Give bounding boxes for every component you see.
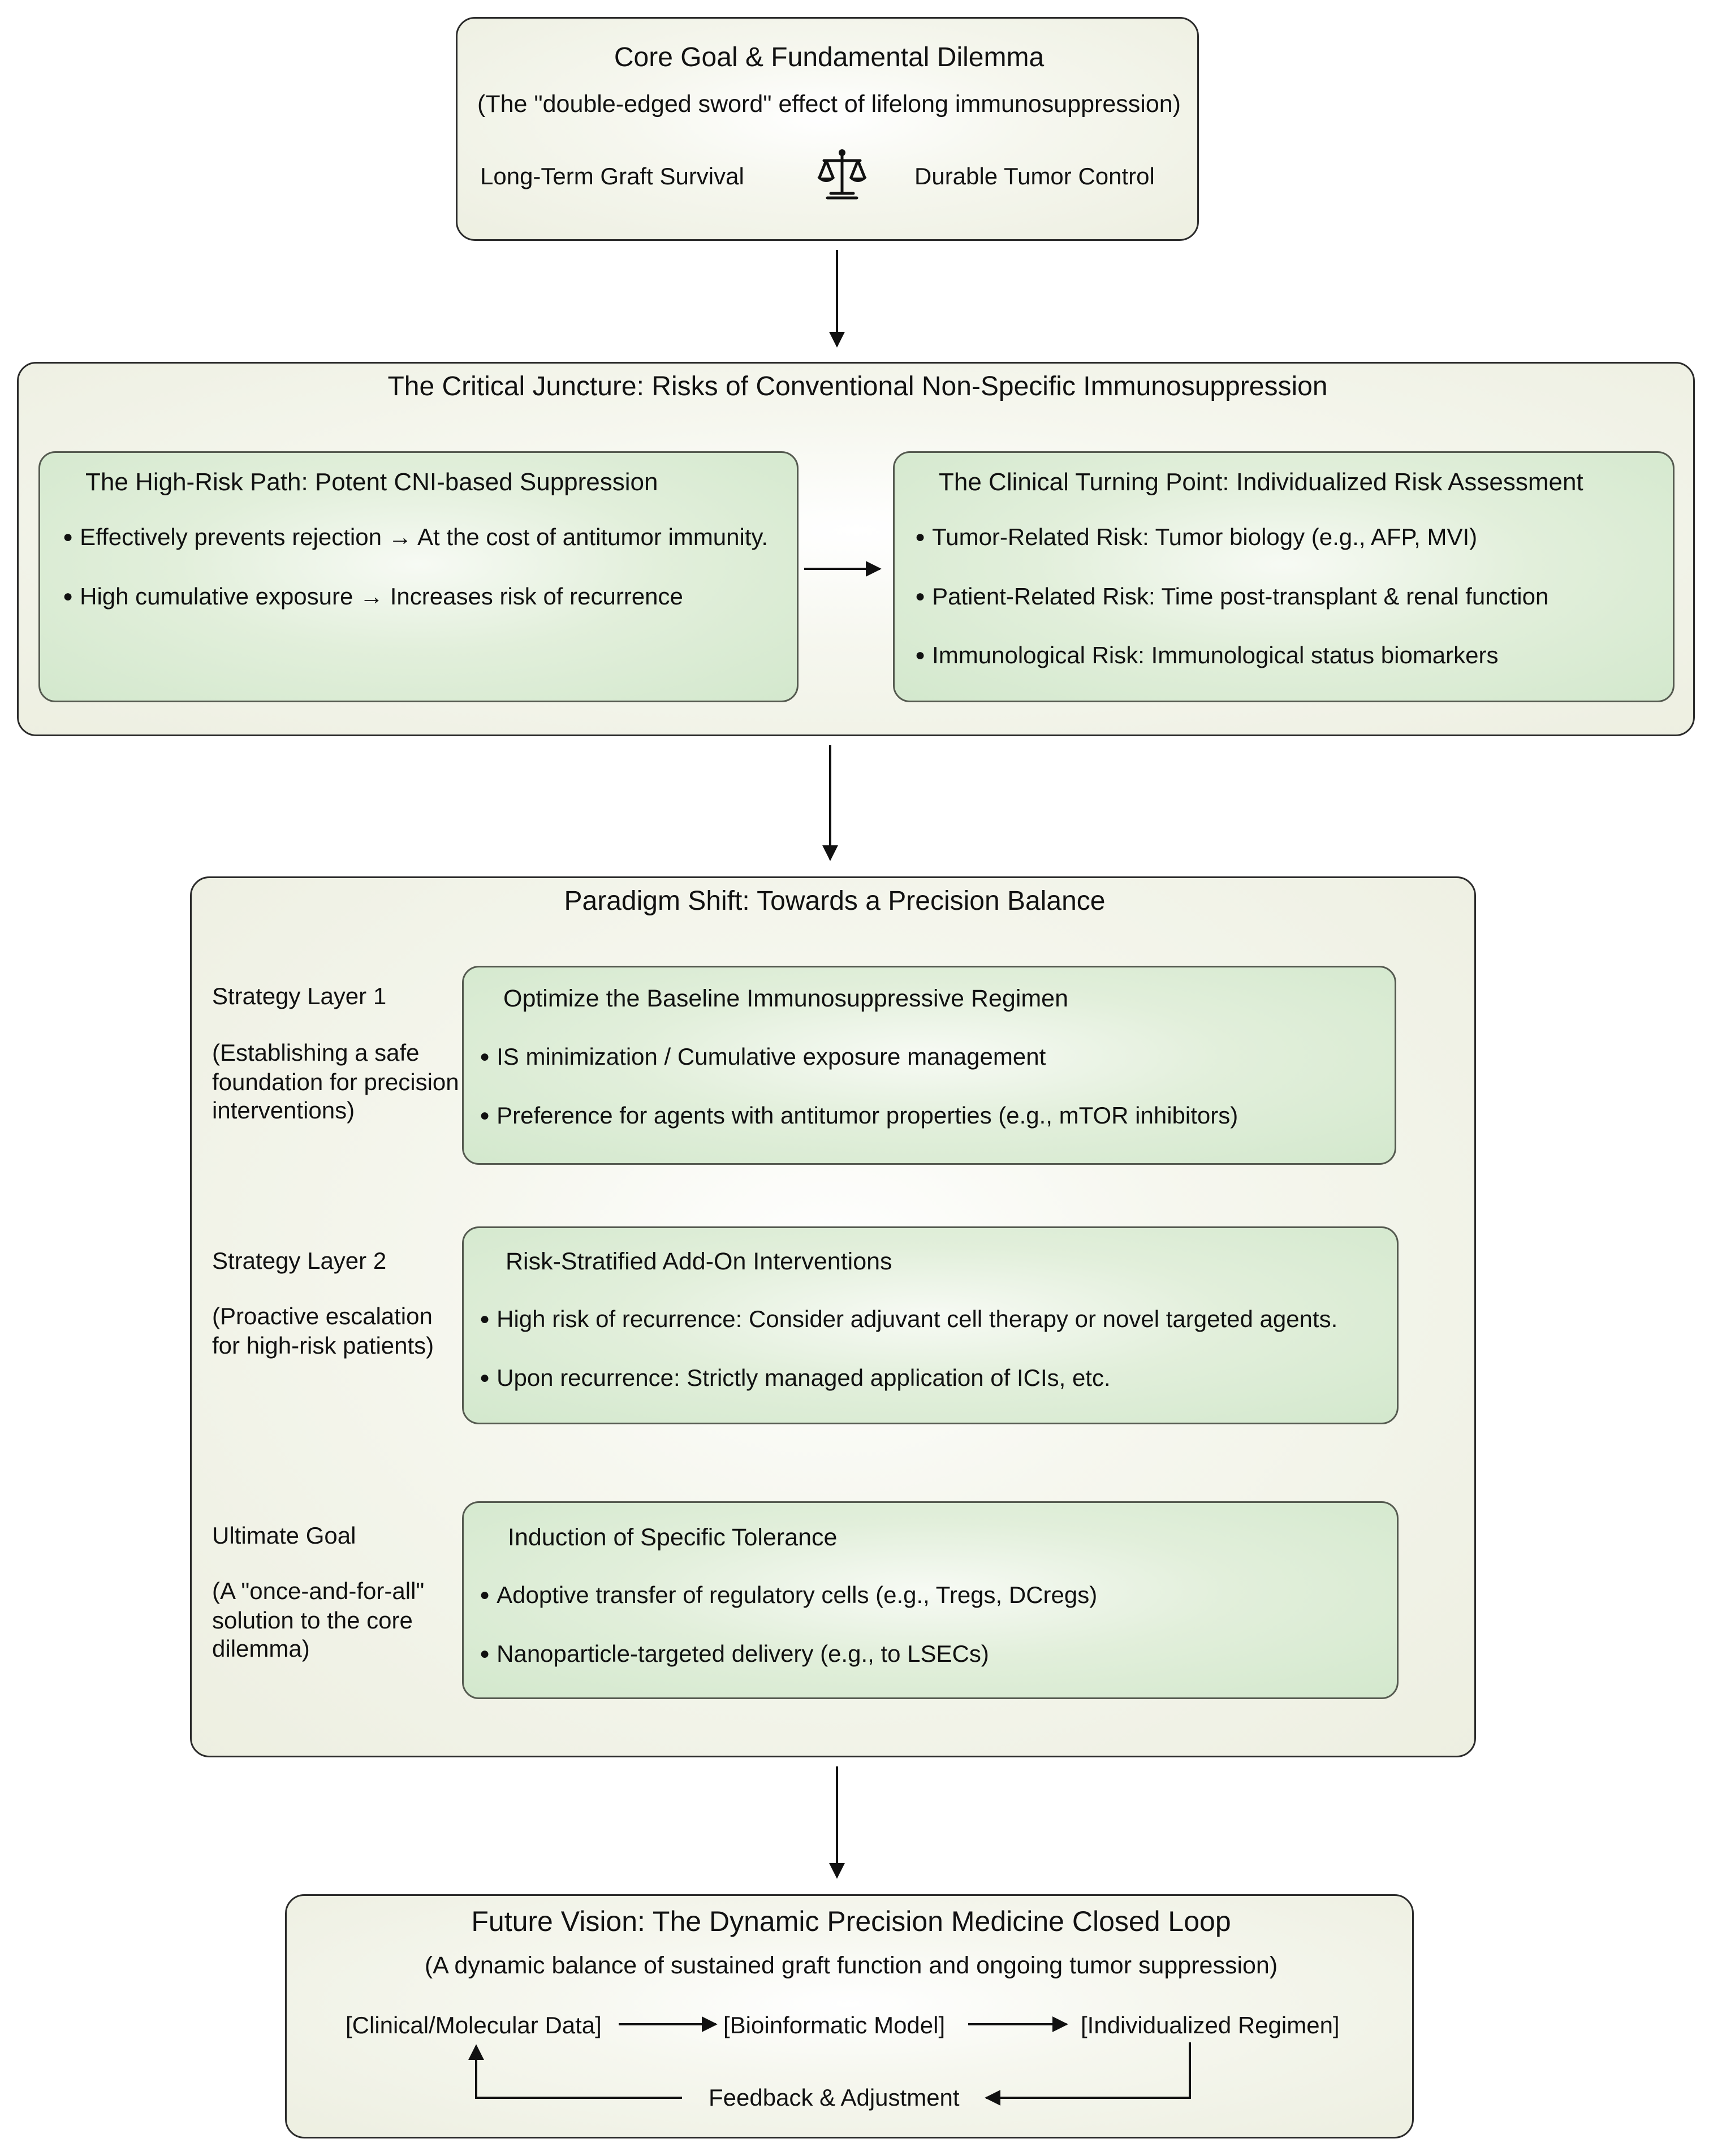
strategy-layer-2-box: Risk-Stratified Add-On Interventions Hig… [462,1226,1399,1424]
turning-point-item-2: Patient-Related Risk: Time post-transpla… [915,585,1548,608]
strategy-layer-1-note-3: interventions) [212,1097,355,1124]
strategy-layer-1-item-1: IS minimization / Cumulative exposure ma… [480,1045,1046,1069]
strategy-layer-2-note-1: (Proactive escalation [212,1303,433,1329]
strategy-layer-1-title: Optimize the Baseline Immunosuppressive … [503,985,1069,1012]
strategy-layer-1-label: Strategy Layer 1 [212,983,387,1009]
high-risk-item-1: Effectively prevents rejection → At the … [63,525,768,549]
strategy-layer-1-box: Optimize the Baseline Immunosuppressive … [462,966,1396,1165]
strategy-layer-2-label: Strategy Layer 2 [212,1247,387,1274]
ultimate-goal-note-2: solution to the core [212,1607,413,1634]
high-risk-path-box: The High-Risk Path: Potent CNI-based Sup… [38,451,799,702]
core-goal-title: Core Goal & Fundamental Dilemma [614,42,1045,72]
step-individualized-regimen: [Individualized Regimen] [1081,2012,1340,2038]
high-risk-item-2: High cumulative exposure → Increases ris… [63,585,683,608]
ultimate-goal-box: Induction of Specific Tolerance Adoptive… [462,1501,1399,1699]
ultimate-goal-note-3: dilemma) [212,1635,310,1662]
arrow-feedback-to-data [468,2044,682,2099]
ultimate-goal-label: Ultimate Goal [212,1522,356,1549]
ultimate-goal-item-2: Nanoparticle-targeted delivery (e.g., to… [480,1642,989,1666]
future-vision-box: Future Vision: The Dynamic Precision Med… [285,1894,1414,2138]
turning-point-box: The Clinical Turning Point: Individualiz… [893,451,1675,702]
tumor-control-label: Durable Tumor Control [914,163,1155,189]
ultimate-goal-note-1: (A "once-and-for-all" [212,1578,425,1604]
ultimate-goal-item-1: Adoptive transfer of regulatory cells (e… [480,1583,1097,1607]
strategy-layer-1-note-2: foundation for precision [212,1069,459,1095]
high-risk-path-title: The High-Risk Path: Potent CNI-based Sup… [85,468,658,496]
paradigm-shift-title: Paradigm Shift: Towards a Precision Bala… [564,886,1106,916]
strategy-layer-2-item-1: High risk of recurrence: Consider adjuva… [480,1307,1337,1331]
paradigm-shift-box: Paradigm Shift: Towards a Precision Bala… [190,876,1476,1757]
step-clinical-molecular-data: [Clinical/Molecular Data] [346,2012,602,2038]
future-vision-title: Future Vision: The Dynamic Precision Med… [471,1906,1231,1937]
strategy-layer-2-note-2: for high-risk patients) [212,1332,434,1359]
strategy-layer-2-title: Risk-Stratified Add-On Interventions [506,1248,892,1275]
turning-point-item-1: Tumor-Related Risk: Tumor biology (e.g.,… [915,525,1477,549]
ultimate-goal-title: Induction of Specific Tolerance [508,1524,838,1551]
strategy-layer-1-item-2: Preference for agents with antitumor pro… [480,1104,1238,1127]
critical-juncture-title: The Critical Juncture: Risks of Conventi… [387,371,1328,401]
step-bioinformatic-model: [Bioinformatic Model] [723,2012,946,2038]
strategy-layer-2-item-2: Upon recurrence: Strictly managed applic… [480,1366,1111,1390]
future-vision-subtitle: (A dynamic balance of sustained graft fu… [424,1952,1278,1979]
turning-point-title: The Clinical Turning Point: Individualiz… [939,468,1583,496]
graft-survival-label: Long-Term Graft Survival [480,163,744,189]
arrow-feedback-to-adjustment [985,2042,1191,2106]
balance-scale-icon [817,149,867,200]
core-goal-subtitle: (The "double-edged sword" effect of life… [477,90,1181,118]
turning-point-item-3: Immunological Risk: Immunological status… [915,643,1498,667]
critical-juncture-box: The Critical Juncture: Risks of Conventi… [17,362,1695,736]
core-goal-box: Core Goal & Fundamental Dilemma (The "do… [456,17,1199,241]
feedback-adjustment-label: Feedback & Adjustment [709,2084,960,2111]
strategy-layer-1-note-1: (Establishing a safe [212,1039,420,1066]
